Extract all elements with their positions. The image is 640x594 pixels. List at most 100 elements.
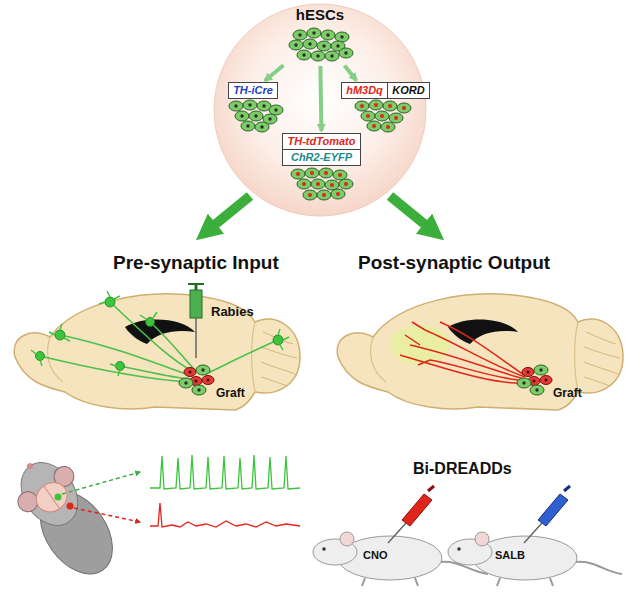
input-neurons-part-part (105, 297, 115, 307)
cre-cluster-part (255, 122, 269, 132)
mouse-salb (448, 532, 622, 586)
graft-right-part (534, 365, 548, 375)
reporter-cluster-part (305, 168, 319, 178)
mouse-salb-part (497, 578, 553, 586)
brain-right-part (337, 294, 623, 410)
graft-projections-part (400, 355, 526, 383)
rabies-syringe-part (195, 318, 197, 358)
hesc-cluster-part (307, 28, 321, 38)
rabies-inputs-part (40, 356, 190, 382)
branch-arrow (390, 196, 428, 227)
input-neurons-part-part (55, 330, 65, 340)
graft-label: Graft (216, 386, 245, 400)
syringe-salb (524, 486, 570, 543)
hesc-cluster-part (293, 30, 307, 40)
section-heading: Pre-synaptic Input (113, 252, 279, 274)
cre-cluster-part (269, 105, 283, 115)
graft-left-part (184, 368, 196, 377)
input-neurons-part (99, 291, 120, 307)
gene-name: KORD (392, 83, 424, 97)
spike-trace-green (150, 455, 300, 489)
dreadd-cluster-part (375, 111, 389, 121)
input-neurons-part-part (99, 291, 120, 304)
input-neurons-part-part (146, 318, 155, 327)
rabies-inputs-part (110, 302, 194, 372)
rabies-syringe (188, 284, 204, 358)
hesc-cluster-part (289, 40, 303, 50)
rabies-inputs-part (60, 335, 192, 376)
input-neurons-part (273, 329, 289, 350)
recorded-cell (67, 503, 74, 510)
hesc-cluster-part (297, 50, 311, 60)
rabies-inputs (40, 302, 278, 382)
gene-name: hM3Dq (346, 83, 383, 97)
reporter-cluster-part (325, 180, 339, 190)
hesc-cluster (289, 28, 353, 61)
mouse-cno-part (362, 578, 418, 586)
graft-projections-part (440, 322, 524, 375)
reporter-cluster-part (311, 179, 325, 189)
input-neurons (31, 291, 289, 376)
graft-left-part (196, 365, 210, 375)
reporter-cluster-part (319, 168, 333, 178)
mouse-cno-part (322, 547, 326, 551)
graft-left (179, 365, 214, 395)
mouse-cno-part (340, 532, 354, 546)
gene-box: TH-iCre (228, 82, 278, 99)
recording-mouse-part (9, 452, 89, 536)
input-neurons-part (31, 350, 45, 366)
differentiation-arrow (265, 65, 284, 80)
gene-box: hM3Dq (341, 82, 388, 99)
recorded-cell (55, 494, 62, 501)
rabies-inputs-part (150, 322, 196, 371)
graft-left-part (202, 376, 214, 385)
input-neurons-part-part (31, 350, 42, 366)
graft-projections-part (410, 345, 525, 379)
hesc-cluster-part (339, 48, 353, 58)
rabies-syringe-part (190, 290, 202, 318)
input-neurons-part-part (36, 352, 45, 361)
spike-trace-red (150, 503, 300, 527)
reporter-cluster-part (333, 170, 347, 180)
dreadd-cluster-part (381, 122, 395, 132)
dreadd-cluster (355, 100, 411, 132)
syringe-cno-part (402, 494, 432, 526)
cre-cluster-part (229, 101, 243, 111)
differentiation-arrow (320, 66, 321, 131)
dreadd-cluster-part (361, 111, 375, 121)
cre-cluster-part (235, 111, 249, 121)
graft-right-part (540, 376, 552, 385)
graft-left-part (192, 385, 206, 395)
graft-right (517, 365, 552, 395)
dreadd-cluster-part (383, 101, 397, 111)
hesc-cluster-part (325, 51, 339, 61)
mouse-salb-part (575, 562, 622, 574)
input-neurons-part-part (49, 324, 70, 341)
reporter-cluster-part (339, 179, 353, 189)
hesc-cluster-part (311, 51, 325, 61)
input-neurons-part (110, 362, 125, 377)
graft-right-part (517, 378, 531, 388)
gene-name: ChR2-EYFP (291, 150, 352, 164)
drug-label: CNO (363, 549, 387, 561)
cre-cluster-part (249, 111, 263, 121)
syringe-salb-part (564, 486, 570, 491)
reporter-cluster (291, 168, 353, 200)
input-neurons-part-part (116, 362, 125, 371)
input-neurons-part-part (140, 312, 157, 319)
input-neurons-part-part (278, 329, 289, 350)
reporter-cluster-part (317, 190, 331, 200)
gene-name: TH-iCre (233, 83, 273, 97)
mouse-salb-part (457, 547, 461, 551)
rabies-syringe-part (188, 283, 204, 285)
graft-projections-part (405, 322, 430, 365)
hesc-cluster-part (321, 30, 335, 40)
method-label: Bi-DREADDs (413, 460, 512, 478)
syringe-salb-part (524, 523, 542, 543)
syringe-cno-part (388, 523, 406, 543)
gene-box: ChR2-EYFP (282, 149, 361, 166)
input-neurons-part (49, 324, 70, 341)
group-heading: hESCs (296, 6, 344, 24)
